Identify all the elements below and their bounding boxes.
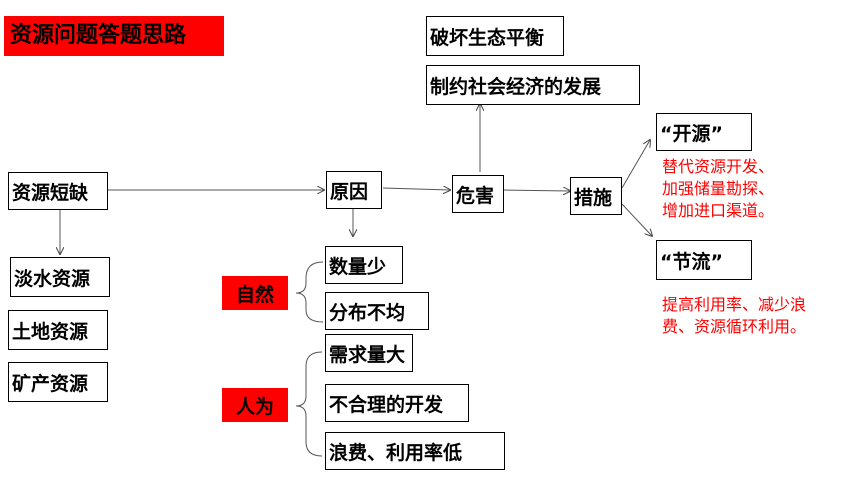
arrow-measures-to-kaiyuan [621,140,650,189]
kaiyuan-description: 替代资源开发、 加强储量勘探、 增加进口渠道。 [662,156,774,222]
jieliu-description: 提高利用率、减少浪 费、资源循环利用。 [662,294,806,338]
resource-type-mineral: 矿产资源 [8,362,108,402]
human-item-waste: 浪费、利用率低 [325,432,505,470]
natural-item-distribution: 分布不均 [325,292,429,330]
kaiyuan-line-3: 增加进口渠道。 [662,201,775,220]
node-cause: 原因 [326,171,382,209]
node-harm: 危害 [452,175,504,213]
resource-type-water: 淡水资源 [10,257,110,297]
brace-human [295,351,323,457]
jieliu-box: “节流” [656,240,752,280]
harm-item-ecology: 破坏生态平衡 [426,16,564,56]
natural-item-quantity: 数量少 [325,246,403,284]
kaiyuan-box: “开源” [656,113,752,151]
arrow-harm-to-measures [502,190,570,191]
natural-label: 自然 [222,276,288,310]
harm-item-economy: 制约社会经济的发展 [426,65,640,105]
arrow-measures-to-jieliu [621,203,652,236]
page-title: 资源问题答题思路 [4,16,224,56]
node-shortage: 资源短缺 [8,172,108,210]
brace-natural [295,261,324,323]
human-label: 人为 [222,388,288,422]
jieliu-line-1: 提高利用率、减少浪 [662,295,807,314]
arrow-cause-to-harm [382,188,450,190]
human-item-irrational-dev: 不合理的开发 [325,384,469,422]
resource-type-land: 土地资源 [8,310,108,350]
node-measures: 措施 [570,177,622,215]
kaiyuan-line-1: 替代资源开发、 [662,157,775,176]
jieliu-line-2: 费、资源循环利用。 [662,317,807,336]
human-item-demand: 需求量大 [325,334,413,372]
kaiyuan-line-2: 加强储量勘探、 [662,179,775,198]
